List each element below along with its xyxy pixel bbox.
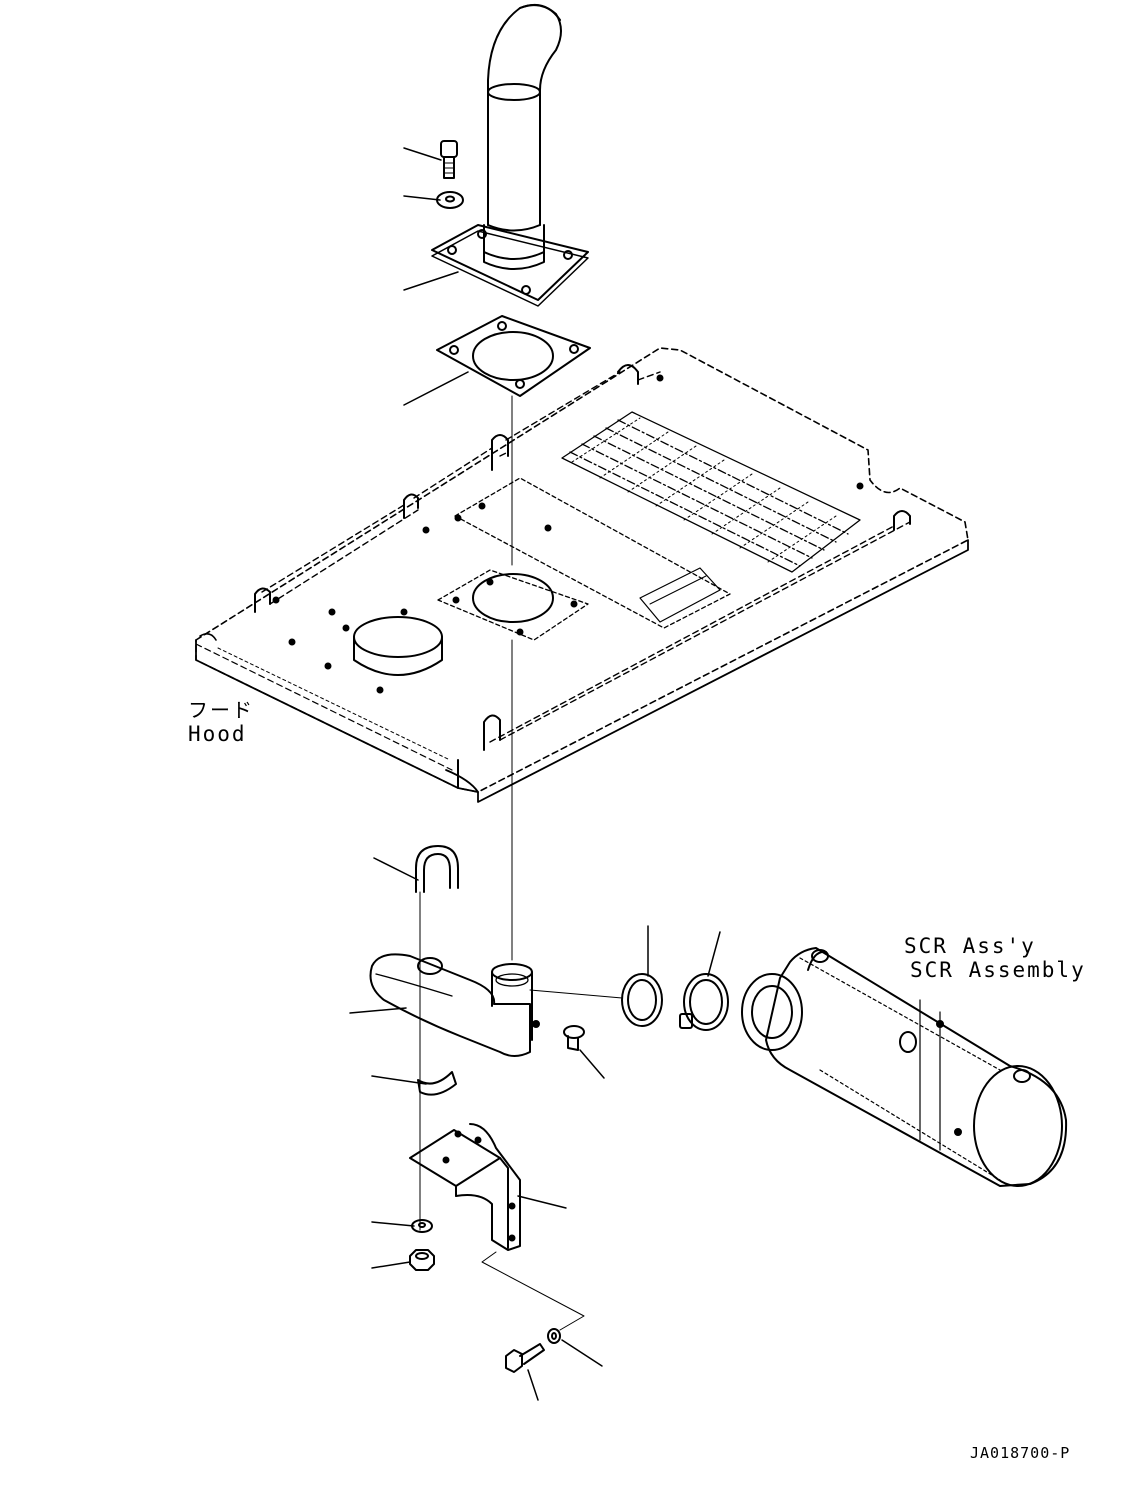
exhaust-elbow-pipe: [371, 954, 540, 1056]
washer-bottom: [412, 1220, 432, 1232]
nut-bottom: [410, 1250, 434, 1270]
clamp-ring-1: [622, 974, 662, 1026]
hood: [196, 348, 968, 802]
bracket-center-line: [482, 1252, 584, 1330]
bracket-washer: [548, 1329, 560, 1343]
leader-lines-lower: [350, 858, 720, 1400]
u-bolt: [416, 846, 458, 892]
clamp-half: [418, 1072, 456, 1095]
gasket: [437, 316, 590, 396]
clamp-ring-2: [680, 974, 728, 1030]
scr-label-line2: SCR Assembly: [910, 958, 1086, 982]
clamp-leader-line: [530, 990, 622, 998]
hood-label-japanese: フード: [188, 698, 254, 722]
hood-label: Hood: [188, 722, 247, 746]
scr-label-line1: SCR Ass'y: [904, 934, 1036, 958]
mounting-bracket: [410, 1124, 520, 1250]
bracket-bolt: [506, 1344, 544, 1372]
scr-assembly: [742, 948, 1066, 1186]
hood-grille: [562, 412, 860, 572]
elbow-bolt: [564, 1026, 584, 1050]
bolt-top: [441, 141, 457, 178]
exhaust-stack: [432, 5, 588, 306]
washer-top: [437, 192, 463, 208]
drawing-number: JA018700-P: [970, 1444, 1071, 1462]
leader-lines-top: [404, 148, 468, 405]
